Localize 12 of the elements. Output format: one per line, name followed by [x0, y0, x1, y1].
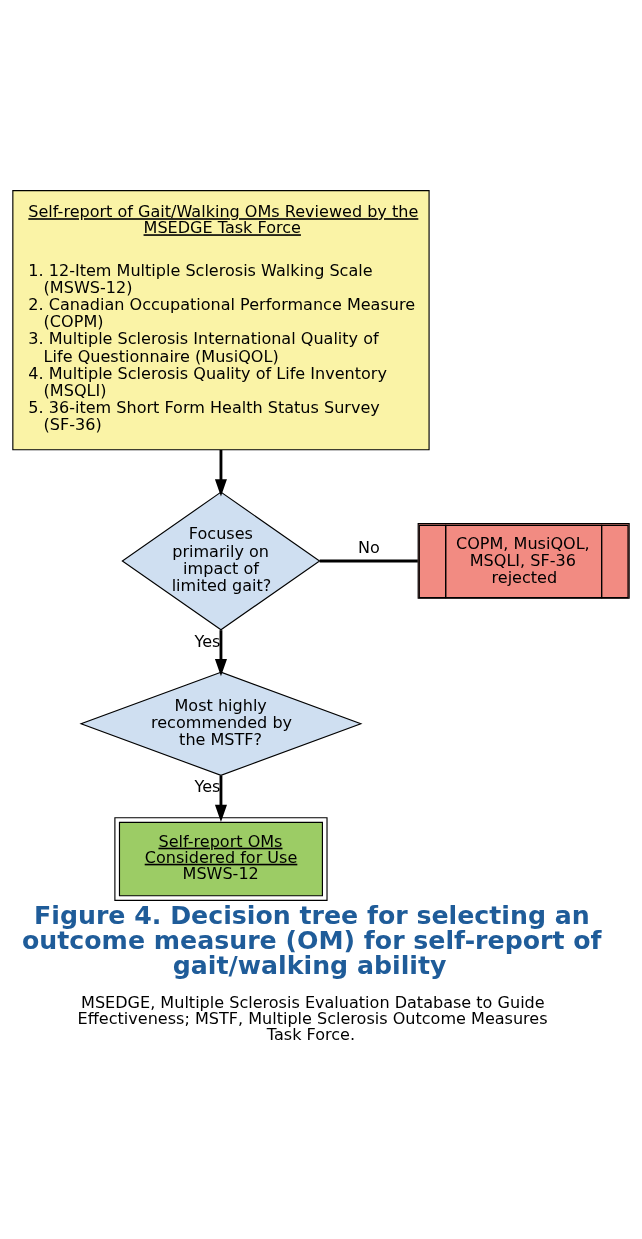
arrow — [214, 449, 227, 496]
node-diamond: Most highly recommended by the MSTF? — [79, 671, 363, 776]
edge-label: Yes — [194, 631, 221, 651]
arrow — [214, 629, 227, 676]
diagram-title: Figure 4. Decision tree for selecting an outcome measure (OM) for self-report of gait/walking ability — [22, 900, 602, 980]
connector — [319, 559, 418, 562]
node-box: Self-report OMs Considered for Use MSWS-12 — [114, 816, 328, 901]
caption: MSEDGE, Multiple Sclerosis Evaluation Database to Guide Effectiveness; MSTF, Multiple Sclerosis Outcome Measures Task Force. — [77, 992, 548, 1044]
edge-label: Yes — [194, 776, 221, 796]
arrow — [214, 775, 227, 822]
edge-label: No — [357, 537, 380, 557]
node-diamond: Focuses primarily on impact of limited gait? — [121, 490, 321, 630]
